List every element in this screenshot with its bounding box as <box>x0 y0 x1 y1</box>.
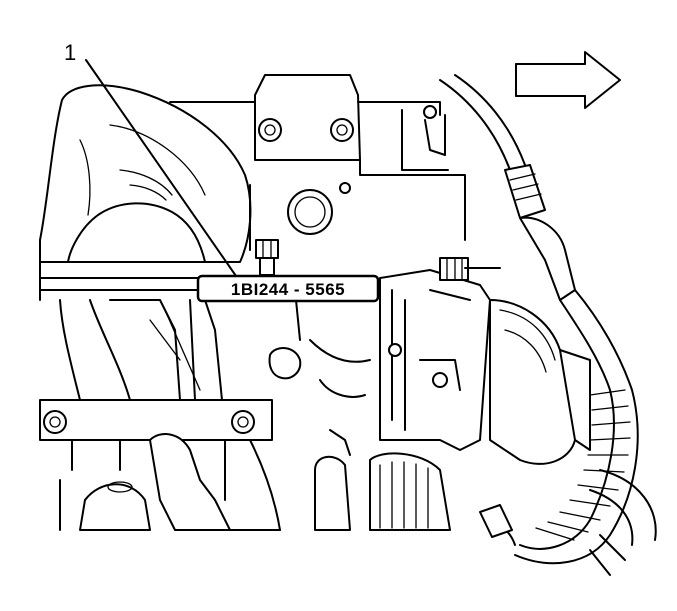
alternator <box>369 299 591 531</box>
id-label: 1BI244 - 5565 <box>196 274 380 303</box>
intake-manifold <box>39 84 252 263</box>
wiring-harness <box>439 74 639 576</box>
lower-pulley <box>589 469 657 546</box>
upper-bracket <box>169 74 441 161</box>
block-flange <box>39 261 239 301</box>
lower-crankcase <box>59 433 281 531</box>
right-arrow-icon <box>515 51 621 109</box>
id-label-text: 1BI244 - 5565 <box>231 280 345 299</box>
center-stud <box>255 239 279 276</box>
callout-leader <box>85 59 237 277</box>
holding-tool-bar <box>39 399 273 501</box>
engine-block <box>249 109 466 251</box>
alternator-bracket <box>379 257 501 451</box>
callout-number: 1 <box>64 40 76 65</box>
center-casting <box>268 289 371 531</box>
block-ribs <box>59 299 223 401</box>
